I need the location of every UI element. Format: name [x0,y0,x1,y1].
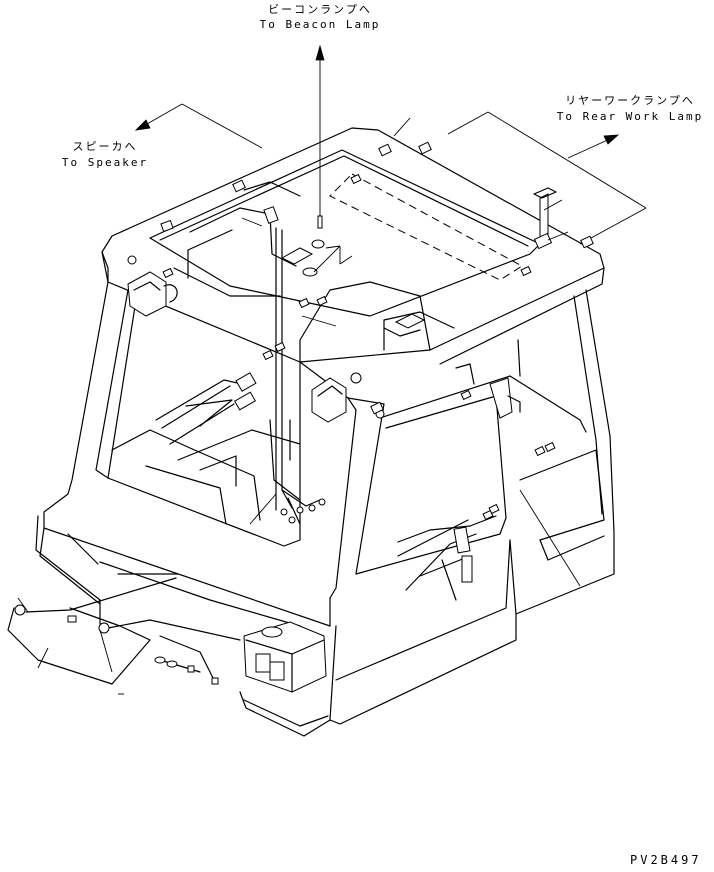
beacon-arrow [315,44,325,222]
wire-harness [7,181,497,685]
rear-lamp-bracket [489,187,557,419]
beacon-label-en: To Beacon Lamp [259,18,381,31]
front-wiper [155,372,257,445]
beacon-label-jp: ビーコンランプへ [268,3,372,16]
rear-work-label-jp: リヤーワークランプへ [565,94,695,107]
speaker-arrow [134,103,263,149]
dash-box [243,621,327,693]
front-lamp-left [127,255,178,317]
drawing-code: PV2B497 [630,853,702,867]
cab-roof [101,127,605,365]
roof-connectors [14,141,594,685]
speaker-label-en: To Speaker [61,156,149,169]
speaker-label-jp: スピーカへ [72,140,138,153]
rear-wiper [397,519,477,601]
rear-work-label-en: To Rear Work Lamp [556,110,704,123]
part-leaders [17,117,581,695]
